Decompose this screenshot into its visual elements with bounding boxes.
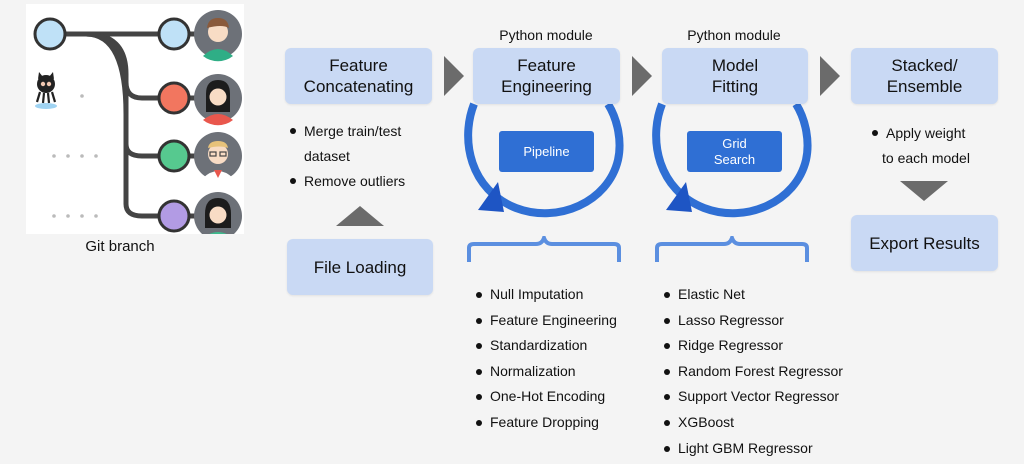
list-item: Random Forest Regressor (662, 359, 843, 385)
branch-node-1 (157, 17, 191, 51)
concat-notes: Merge train/test dataset Remove outliers (288, 119, 438, 194)
cycle-arc (652, 101, 812, 218)
feature-concatenating-box: Feature Concatenating (285, 48, 432, 104)
grid-search-button: Grid Search (687, 131, 782, 172)
stacked-note-2: to each model (882, 150, 970, 166)
avatar-2 (194, 74, 242, 126)
list-item: Ridge Regressor (662, 333, 843, 359)
feature-engineering-bracket (467, 236, 621, 262)
concat-note-3: Remove outliers (288, 169, 438, 194)
model-list: Elastic Net Lasso Regressor Ridge Regres… (662, 282, 843, 461)
stacked-ensemble-box: Stacked/ Ensemble (851, 48, 998, 104)
branch-line-4 (85, 31, 198, 219)
right-arrow-icon-1 (444, 56, 464, 96)
cycle-arrow-icon (666, 182, 692, 212)
concat-note-1: Merge train/test (288, 119, 438, 144)
list-item: Support Vector Regressor (662, 384, 843, 410)
stacked-notes: Apply weight to each model (870, 121, 1010, 171)
python-module-label-1: Python module (499, 27, 593, 43)
file-loading-box: File Loading (287, 239, 433, 295)
right-arrow-icon-3 (820, 56, 840, 96)
list-item: Light GBM Regressor (662, 436, 843, 462)
concat-note-2: dataset (304, 148, 350, 164)
list-item: Feature Dropping (474, 410, 617, 436)
list-item: Null Imputation (474, 282, 617, 308)
up-arrow-icon (336, 206, 384, 226)
origin-node (33, 17, 67, 51)
cycle-arc (464, 101, 624, 218)
pipeline-button: Pipeline (499, 131, 594, 172)
list-item: XGBoost (662, 410, 843, 436)
git-branch-graph (33, 10, 242, 244)
model-fitting-label: Model Fitting (711, 56, 759, 96)
branch-node-2 (157, 81, 191, 115)
dotted-hints (52, 94, 98, 218)
model-fitting-cycle (652, 101, 812, 218)
feature-engineering-label: Feature Engineering (501, 56, 592, 96)
model-fitting-bracket (655, 236, 809, 262)
cycle-arrow-icon (478, 182, 504, 212)
list-item: Normalization (474, 359, 617, 385)
right-arrow-icon-2 (632, 56, 652, 96)
export-results-label: Export Results (869, 233, 980, 253)
list-item: Elastic Net (662, 282, 843, 308)
github-icon (35, 72, 57, 109)
stacked-ensemble-label: Stacked/ Ensemble (886, 56, 963, 96)
avatar-4 (194, 192, 242, 244)
list-item: Lasso Regressor (662, 308, 843, 334)
feature-engineering-cycle (464, 101, 624, 218)
grid-search-label: Grid Search (713, 135, 756, 167)
pipeline-label: Pipeline (523, 143, 570, 159)
avatar-1 (194, 10, 242, 62)
export-results-box: Export Results (851, 215, 998, 271)
git-branch-panel (26, 4, 244, 244)
stacked-note-1: Apply weight (870, 121, 1010, 146)
avatar-3 (194, 132, 242, 184)
list-item: Feature Engineering (474, 308, 617, 334)
git-branch-label: Git branch (85, 238, 155, 255)
list-item: Standardization (474, 333, 617, 359)
feature-engineering-list: Null Imputation Feature Engineering Stan… (474, 282, 617, 436)
branch-node-4 (157, 199, 191, 233)
feature-engineering-box: Feature Engineering (473, 48, 620, 104)
down-arrow-icon (900, 181, 948, 201)
file-loading-label: File Loading (313, 257, 407, 277)
model-fitting-box: Model Fitting (662, 48, 808, 104)
list-item: One-Hot Encoding (474, 384, 617, 410)
python-module-label-2: Python module (687, 27, 781, 43)
feature-concatenating-label: Feature Concatenating (303, 56, 414, 96)
branch-node-3 (157, 139, 191, 173)
